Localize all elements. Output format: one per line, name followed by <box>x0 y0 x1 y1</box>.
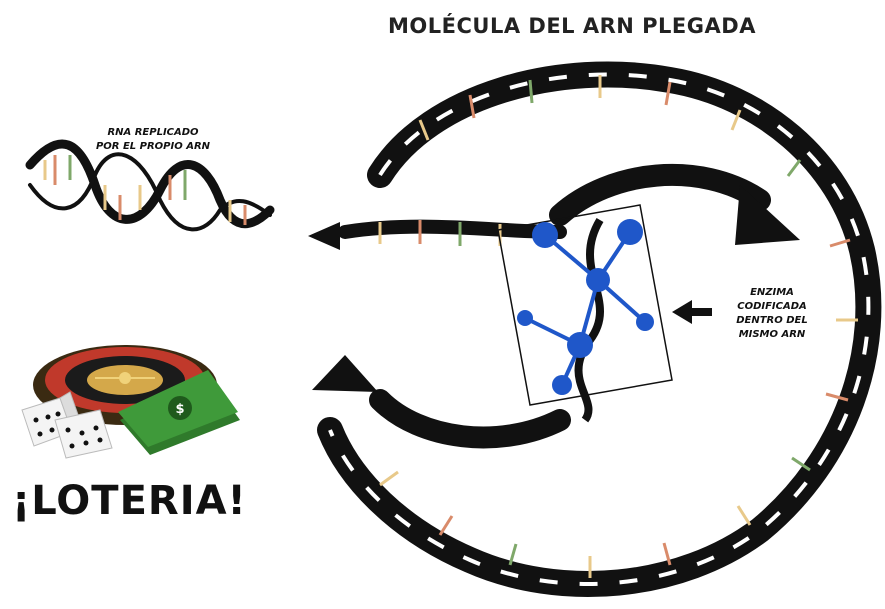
replicated-rna-strand <box>30 144 270 229</box>
enzyme-molecule <box>525 232 645 385</box>
lottery-illustration: $ <box>22 345 240 458</box>
enzyme-pointer-arrow <box>672 300 712 324</box>
money-symbol: $ <box>175 402 184 417</box>
arrow-icon <box>308 222 340 250</box>
rna-strand-left-arrow <box>308 220 560 250</box>
arrow-icon <box>312 355 378 392</box>
arrow-icon <box>672 300 692 324</box>
